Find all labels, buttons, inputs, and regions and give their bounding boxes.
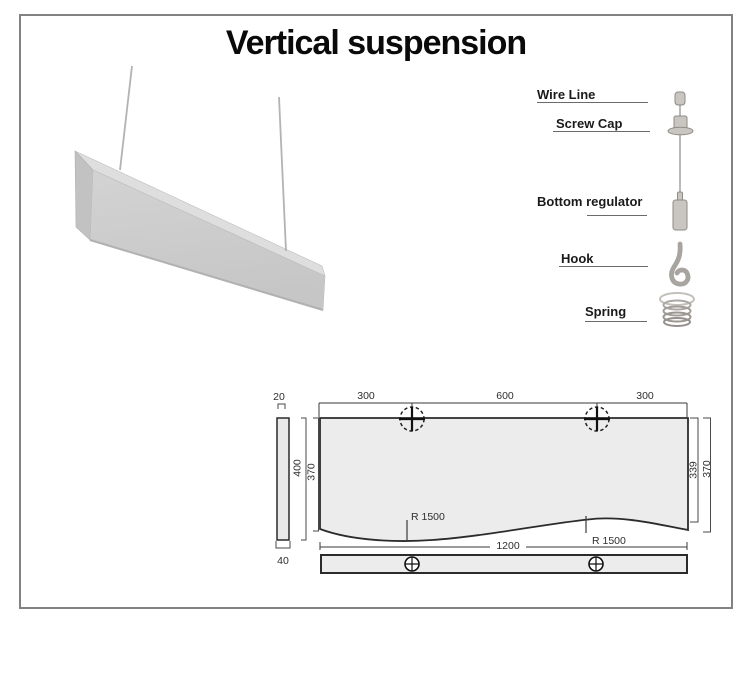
spring-icon: [659, 292, 695, 327]
bottom-regulator-icon: [672, 191, 688, 231]
hook-icon: [669, 241, 691, 287]
dim-bracket-339: [690, 417, 699, 523]
dim-bracket-20: [277, 403, 286, 409]
panel-front-view: [319, 417, 689, 542]
parts-icon-column: [659, 91, 695, 327]
panel-top-view-bar: [320, 554, 688, 574]
dim-bracket-370-left: [313, 417, 319, 532]
dim-side-top: 20: [273, 391, 285, 403]
suspension-point-left: [399, 406, 425, 432]
part-label-hook: Hook: [561, 251, 594, 266]
underline-bottom-regulator: [587, 215, 647, 216]
radius-label-right: R 1500: [592, 535, 626, 547]
side-view-bar: [276, 417, 290, 541]
suspension-wire-right: [278, 96, 287, 252]
underline-screw-cap: [553, 131, 650, 132]
screw-cap-icon: [667, 115, 694, 192]
part-label-screw-cap: Screw Cap: [556, 116, 623, 131]
part-label-spring: Spring: [585, 304, 627, 319]
dim-bracket-40: [275, 541, 291, 549]
dim-bottom-1200: 1200: [496, 540, 520, 552]
suspension-wire-left: [119, 65, 133, 171]
dimension-drawing: 20 40 400 370 300 600 300: [273, 390, 713, 574]
suspension-point-right: [584, 406, 610, 432]
dim-top-600: 600: [496, 390, 514, 402]
underline-spring: [585, 321, 647, 322]
dim-top-300-left: 300: [357, 390, 375, 402]
wire-line-icon: [674, 91, 686, 118]
page-title: Vertical suspension: [225, 24, 527, 62]
radius-label-left: R 1500: [411, 511, 445, 523]
dim-left-outer: 400: [292, 459, 304, 477]
dim-bracket-400: [301, 417, 307, 541]
dim-left-inner: 370: [306, 463, 318, 481]
part-label-bottom-regulator: Bottom regulator: [537, 194, 643, 209]
dim-bracket-370-right: [703, 417, 711, 533]
underline-wire-line: [537, 102, 648, 103]
part-label-wire-line: Wire Line: [537, 87, 596, 102]
underline-hook: [559, 266, 648, 267]
screw-marker-left: [404, 556, 420, 572]
fixture-illustration: [74, 65, 326, 311]
screw-marker-right: [588, 556, 604, 572]
fixture-front-face: [89, 169, 326, 311]
dim-right-outer: 370: [701, 460, 713, 478]
dim-side-bottom: 40: [277, 555, 289, 567]
top-dimension-line: [318, 402, 688, 417]
dim-1200-mask: [490, 538, 526, 550]
dim-top-300-right: 300: [636, 390, 654, 402]
dim-right-inner: 339: [688, 461, 700, 479]
fixture-bottom-edge: [89, 239, 324, 311]
